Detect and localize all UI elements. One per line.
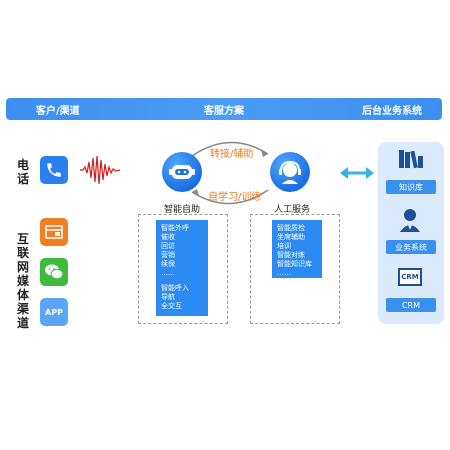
list-item: 导航 <box>161 293 175 301</box>
list-item: 回访 <box>161 242 175 250</box>
crm-tag: CRM <box>386 298 436 312</box>
list-item: 坐席辅助 <box>277 233 305 241</box>
web-icon <box>40 218 68 246</box>
crm-icon-text: CRM <box>401 273 419 281</box>
knowledge-base-tag: 知识库 <box>386 180 436 194</box>
human-service-list: 智能质检 坐席辅助 培训 智能对练 智能知识库 …… <box>272 220 322 278</box>
header-left-title: 客户/渠道 <box>36 106 80 117</box>
phone-icon <box>40 156 68 184</box>
header-bar: 客户/渠道 客服方案 后台业务系统 <box>6 98 442 120</box>
books-icon <box>399 150 423 169</box>
list-item: 全交互 <box>161 302 182 310</box>
human-agent-icon <box>270 152 310 192</box>
human-service-label: 人工服务 <box>274 205 311 215</box>
internet-channel-label: 互联网媒体渠道 <box>16 232 29 330</box>
list-item: 续保 <box>161 260 175 268</box>
list-item: 营销 <box>161 251 175 259</box>
list-item: 催收 <box>161 233 175 241</box>
list-item: 智能质检 <box>277 224 305 232</box>
phone-channel-label: 电话 <box>16 158 29 186</box>
robot-avatar-icon <box>162 152 202 192</box>
header-right-title: 后台业务系统 <box>362 106 422 117</box>
smart-service-box <box>138 214 228 324</box>
list-item: 智能外呼 <box>161 224 189 232</box>
self-learning-label: 自学习/训练 <box>208 192 262 203</box>
list-item: 培训 <box>277 242 291 250</box>
double-arrow-icon <box>340 167 374 179</box>
smart-service-list: 智能外呼 催收 回访 营销 续保 …… 智能呼入 导航 全交互 <box>156 220 208 316</box>
list-item: 智能知识库 <box>277 260 312 268</box>
header-center-title: 客服方案 <box>204 106 244 117</box>
smart-self-service-label: 智能自助 <box>164 205 201 215</box>
list-item: …… <box>161 269 175 277</box>
crm-icon: CRM <box>398 268 422 286</box>
voice-waveform-icon <box>80 155 120 185</box>
app-icon-label: APP <box>45 307 63 317</box>
user-icon <box>400 209 420 232</box>
human-service-box <box>250 214 340 324</box>
list-item: …… <box>277 269 291 277</box>
list-item: 智能呼入 <box>161 284 189 292</box>
list-item: 智能对练 <box>277 251 305 259</box>
backend-panel <box>378 142 444 324</box>
business-system-tag: 业务系统 <box>386 240 436 254</box>
wechat-icon <box>40 258 68 286</box>
app-icon: APP <box>40 298 68 326</box>
transfer-assist-label: 转接/辅助 <box>210 149 254 160</box>
flow-arcs <box>191 141 269 205</box>
